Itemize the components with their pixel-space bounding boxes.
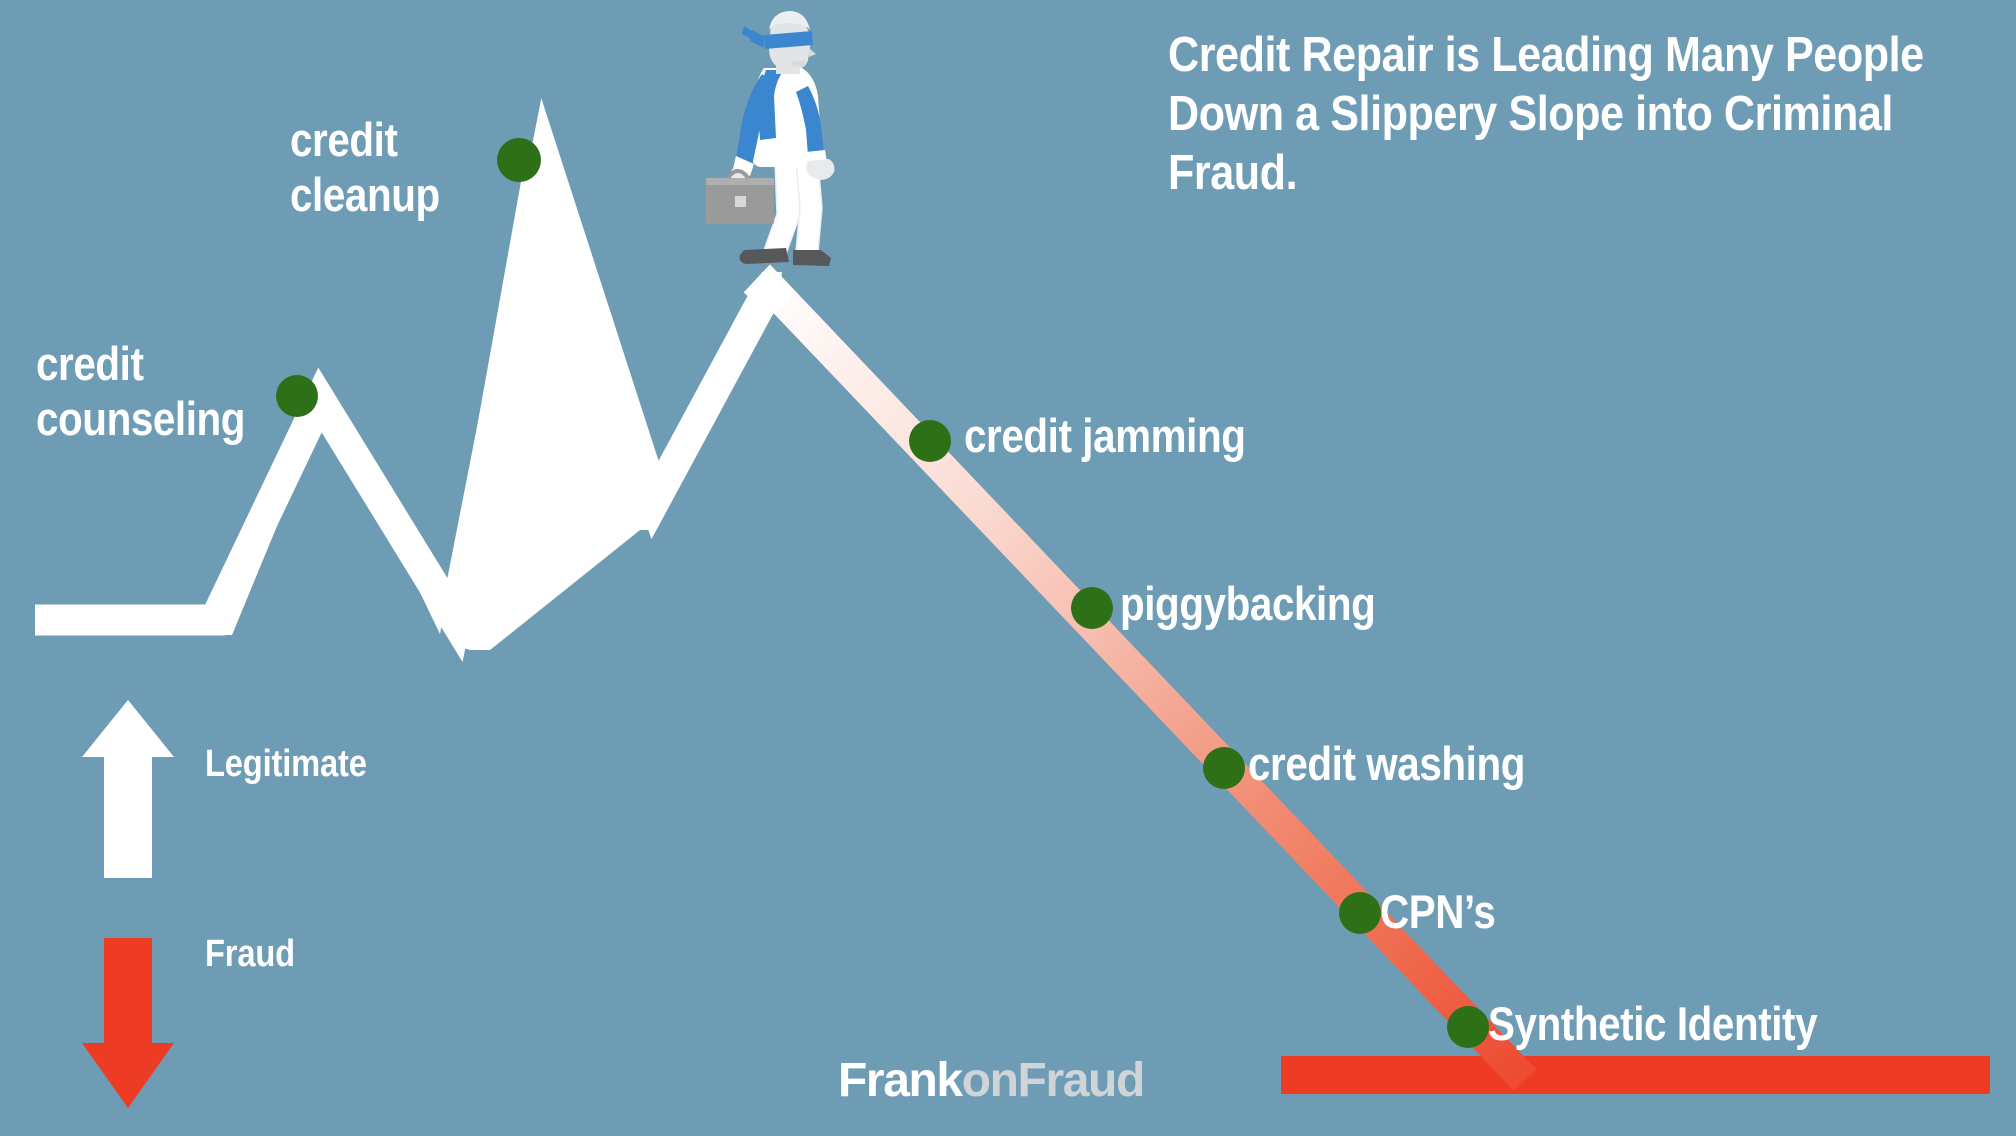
label-synthetic-identity: Synthetic Identity: [1488, 997, 1818, 1050]
fraud-floor-bar: [1281, 1056, 1990, 1094]
node-credit-washing[interactable]: [1203, 747, 1245, 789]
label-credit-cleanup: credit cleanup: [290, 113, 440, 222]
brand-part-one: Frank: [838, 1054, 963, 1107]
node-synthetic-identity[interactable]: [1447, 1006, 1489, 1048]
legend-label-legitimate: Legitimate: [205, 743, 367, 785]
fraud-down-arrow-icon: [82, 938, 174, 1108]
legend-label-fraud: Fraud: [205, 933, 295, 975]
node-piggybacking[interactable]: [1071, 587, 1113, 629]
label-credit-jamming: credit jamming: [964, 409, 1246, 462]
label-credit-counseling: credit counseling: [36, 337, 246, 446]
brand-part-two: onFraud: [961, 1054, 1146, 1107]
node-credit-jamming[interactable]: [909, 420, 951, 462]
fraud-slope-line: [758, 276, 1537, 1091]
blindfolded-businessman-icon: [706, 11, 835, 266]
label-credit-washing: credit washing: [1248, 737, 1525, 790]
page-title: Credit Repair is Leading Many People Dow…: [1168, 28, 1924, 200]
legitimate-up-arrow-icon: [82, 700, 174, 878]
peak-apex-cap: [743, 264, 798, 315]
node-credit-cleanup[interactable]: [497, 138, 541, 182]
node-cpns[interactable]: [1339, 892, 1381, 934]
node-credit-counseling[interactable]: [276, 375, 318, 417]
label-piggybacking: piggybacking: [1120, 577, 1376, 630]
legitimate-path-line: [35, 148, 782, 650]
label-cpns: CPN’s: [1380, 885, 1496, 938]
brand-logo: FrankonFraud: [838, 1054, 1146, 1107]
legitimate-path-stroke: [35, 98, 784, 662]
